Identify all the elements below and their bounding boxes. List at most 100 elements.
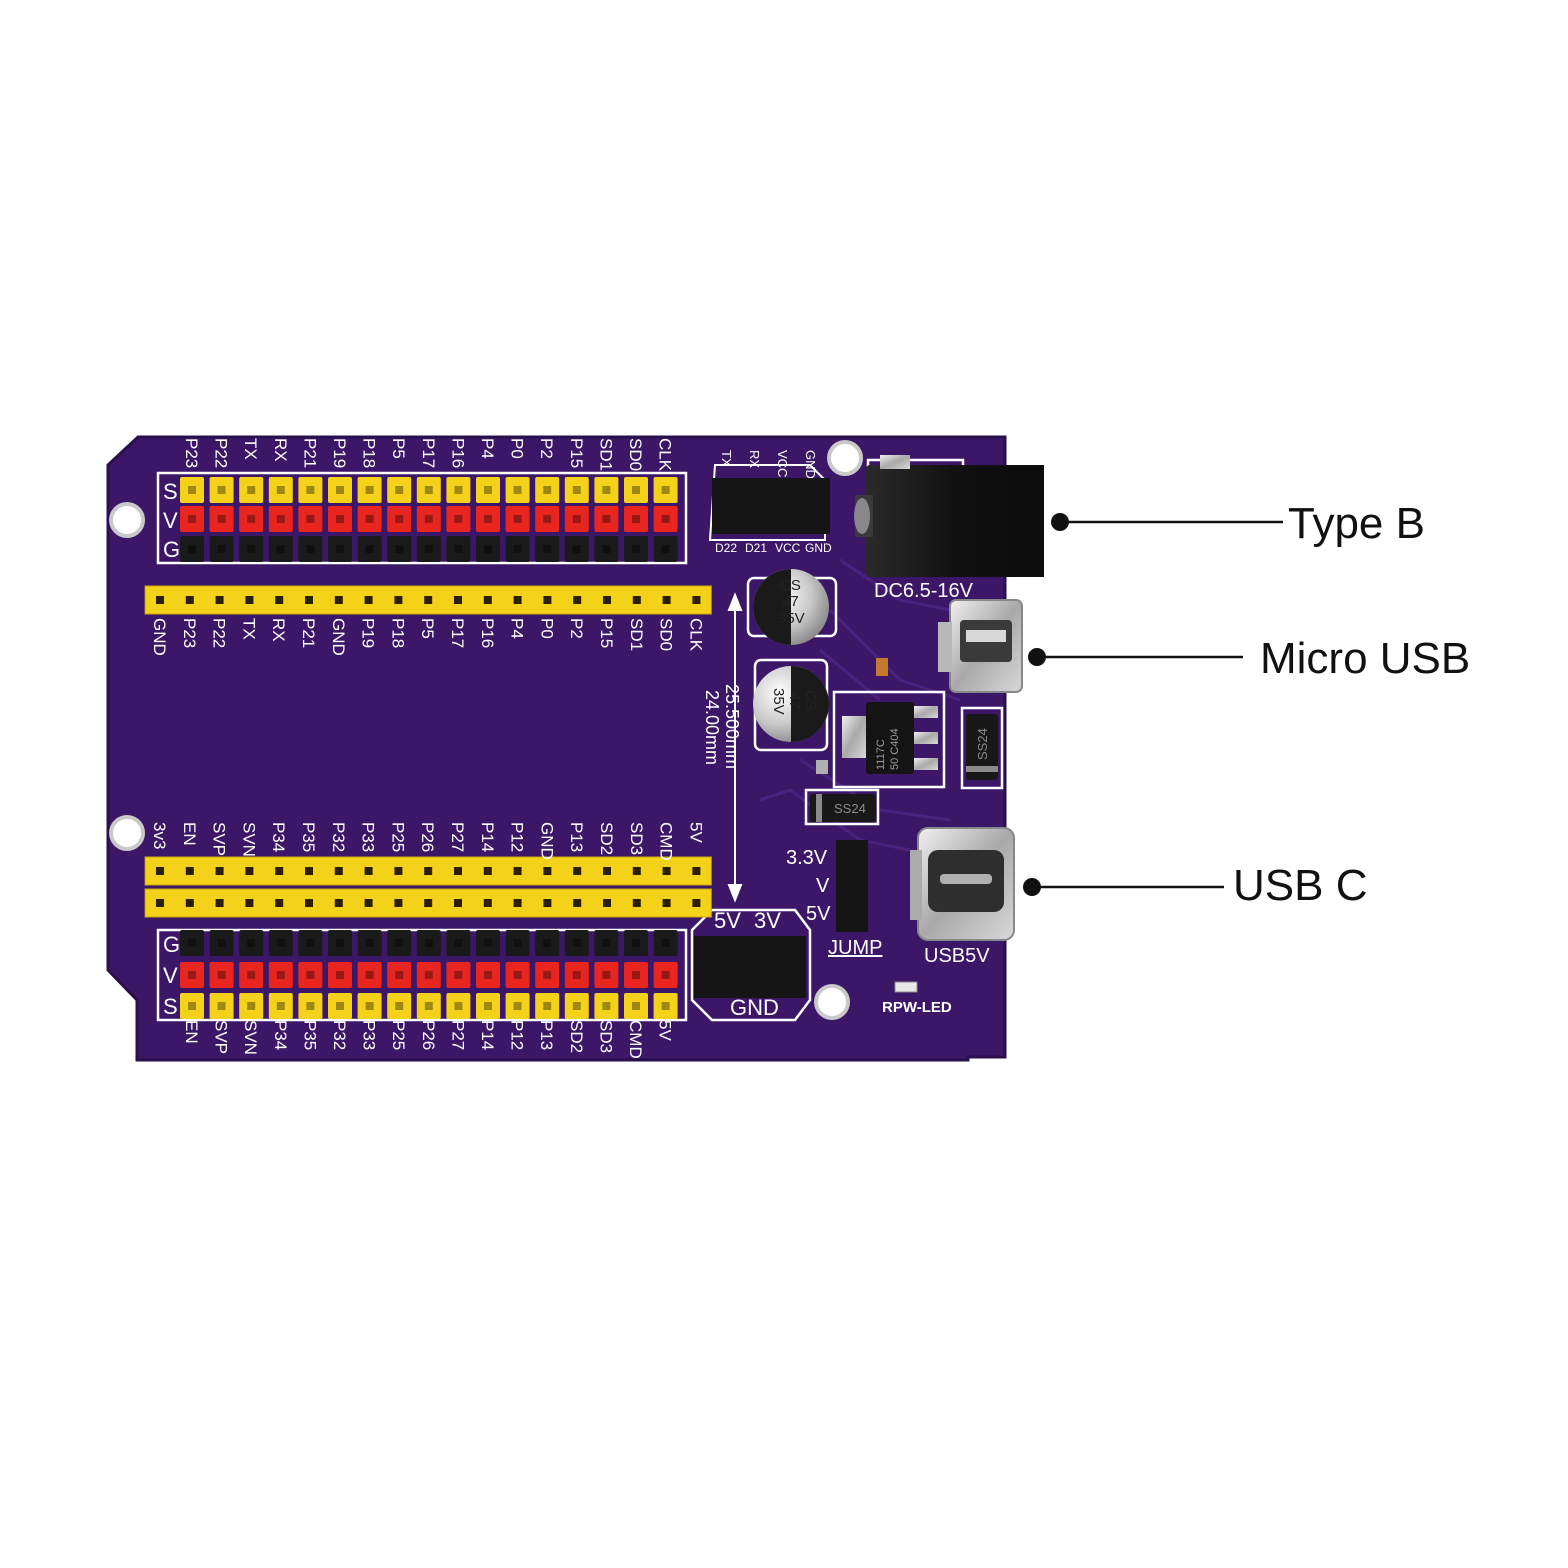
- pin-hole: [572, 545, 581, 553]
- socket-hole: [454, 899, 462, 907]
- socket-hole: [245, 867, 254, 875]
- top-socket-label: P21: [299, 618, 318, 648]
- pin-hole: [543, 939, 552, 947]
- pin-hole: [513, 545, 522, 553]
- header-pin: [594, 930, 619, 956]
- pin-hole: [424, 515, 433, 523]
- socket-hole: [692, 867, 701, 875]
- pin-hole: [276, 515, 285, 523]
- bottom-socket-label: P35: [299, 822, 318, 852]
- pin-hole: [484, 1002, 492, 1010]
- bottom-header-label: P12: [508, 1020, 527, 1050]
- top-socket-label: P22: [210, 618, 229, 648]
- uart-top-label: VCC: [775, 450, 790, 477]
- header-pin: [387, 962, 412, 988]
- pin-hole: [572, 939, 581, 947]
- pin-hole: [572, 1002, 581, 1010]
- header-pin: [268, 993, 293, 1019]
- header-pin: [653, 962, 678, 988]
- header-pin: [387, 536, 412, 562]
- top-socket-label: P15: [597, 618, 616, 648]
- header-pin: [357, 993, 382, 1019]
- pin-hole: [336, 1002, 344, 1010]
- micro-usb-port: [938, 599, 1023, 693]
- header-pin: [505, 506, 530, 532]
- mounting-hole: [109, 815, 145, 851]
- bottom-socket-label: SD2: [597, 822, 616, 855]
- selector-header: [694, 936, 806, 998]
- header-pin: [505, 477, 530, 503]
- pin-hole: [602, 1002, 611, 1010]
- header-pin: [180, 536, 204, 562]
- pin-hole: [247, 515, 256, 523]
- socket-hole: [215, 899, 224, 907]
- jump-option-3v3: 3.3V: [786, 847, 828, 869]
- bottom-header-label: SD2: [567, 1020, 586, 1053]
- mounting-hole: [109, 502, 145, 538]
- regulator-marking-2: 50 C404: [889, 728, 901, 770]
- socket-hole: [156, 596, 164, 604]
- pin-hole: [306, 545, 315, 553]
- header-pin: [180, 962, 204, 988]
- socket-hole: [632, 899, 641, 907]
- header-pin: [416, 477, 441, 503]
- header-pin: [564, 477, 589, 503]
- pin-hole: [513, 971, 522, 979]
- dimension-arrow: [727, 592, 743, 903]
- bottom-header-label: CMD: [626, 1020, 645, 1059]
- header-pin: [328, 506, 352, 532]
- pin-hole: [365, 939, 374, 947]
- dc-input-label: DC6.5-16V: [874, 580, 974, 602]
- top-female-socket: [144, 585, 712, 615]
- bottom-header-label: EN: [182, 1020, 201, 1044]
- socket-hole: [483, 899, 492, 907]
- socket-hole: [483, 596, 492, 604]
- row-letter: G: [163, 932, 180, 957]
- socket-hole: [543, 899, 552, 907]
- pin-hole: [395, 486, 404, 494]
- capacitor-2-line-1: CS: [802, 690, 819, 711]
- header-pin: [209, 993, 234, 1019]
- header-pin: [535, 930, 560, 956]
- header-pin: [328, 536, 352, 562]
- selector-3v-label: 3V: [754, 908, 781, 933]
- header-pin: [209, 930, 234, 956]
- top-socket-label: GND: [150, 618, 169, 656]
- bottom-header-label: P14: [478, 1020, 497, 1050]
- bottom-socket-label: P12: [508, 822, 527, 852]
- pin-hole: [632, 971, 640, 979]
- header-pin: [446, 477, 471, 503]
- pin-hole: [217, 971, 226, 979]
- pin-hole: [632, 545, 640, 553]
- header-pin: [357, 962, 382, 988]
- pin-hole: [336, 971, 344, 979]
- pin-hole: [572, 971, 581, 979]
- pin-hole: [188, 971, 196, 979]
- header-pin: [209, 962, 234, 988]
- callout-label-usb-c: USB C: [1233, 861, 1368, 910]
- header-pin: [564, 930, 589, 956]
- header-pin: [476, 536, 500, 562]
- header-pin: [446, 993, 471, 1019]
- selector-5v-label: 5V: [714, 908, 741, 933]
- top-socket-label: P0: [537, 618, 556, 639]
- capacitor-2-line-3: 35V: [770, 688, 787, 715]
- pin-hole: [484, 486, 492, 494]
- smd-component: [816, 760, 828, 774]
- bottom-header-label: P26: [419, 1020, 438, 1050]
- top-header-label: P4: [478, 438, 497, 459]
- pin-hole: [424, 1002, 433, 1010]
- row-letter: S: [163, 479, 178, 504]
- jump-option-5v: 5V: [806, 903, 831, 925]
- socket-hole: [185, 867, 194, 875]
- socket-hole: [305, 899, 313, 907]
- smd-component: [876, 658, 888, 676]
- pin-hole: [454, 486, 463, 494]
- callout-dot-type-b: [1051, 513, 1069, 531]
- socket-hole: [632, 867, 641, 875]
- pin-hole: [188, 1002, 196, 1010]
- socket-hole: [483, 867, 492, 875]
- socket-hole: [156, 899, 164, 907]
- header-pin: [209, 477, 234, 503]
- top-header-label: P5: [389, 438, 408, 459]
